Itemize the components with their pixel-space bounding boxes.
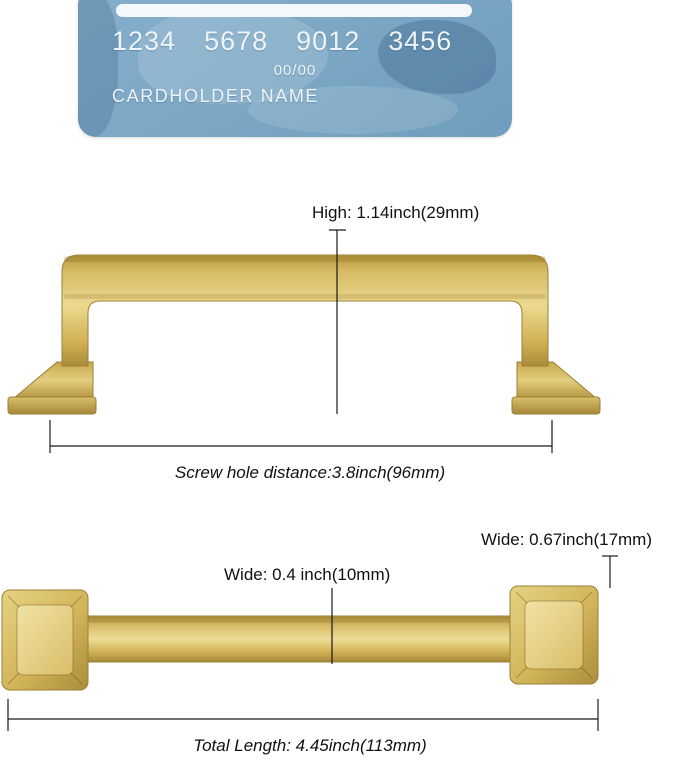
card-stripe xyxy=(116,4,472,17)
card-expiry: 00/00 xyxy=(273,62,317,79)
screw-distance-dimension-line xyxy=(49,420,553,453)
card-number-group: 9012 xyxy=(296,26,361,56)
card-number-group: 3456 xyxy=(388,26,453,56)
handle-top-view xyxy=(1,585,599,691)
screw-distance-label: Screw hole distance:3.8inch(96mm) xyxy=(174,463,446,482)
total-length-label: Total Length: 4.45inch(113mm) xyxy=(193,736,427,755)
height-dimension-line xyxy=(329,229,346,414)
total-length-dimension-line xyxy=(7,699,599,731)
card-number-group: 1234 xyxy=(112,26,177,56)
end-width-dimension-line xyxy=(602,555,618,588)
end-width-label: Wide: 0.67inch(17mm) xyxy=(481,530,653,549)
height-dimension-label: High: 1.14inch(29mm) xyxy=(312,203,480,222)
card-number: 1234 5678 9012 3456 xyxy=(112,26,452,57)
card-number-group: 5678 xyxy=(204,26,269,56)
bar-width-label: Wide: 0.4 inch(10mm) xyxy=(224,565,391,584)
cardholder-name: CARDHOLDER NAME xyxy=(112,86,320,106)
handle-front-view xyxy=(7,254,601,415)
